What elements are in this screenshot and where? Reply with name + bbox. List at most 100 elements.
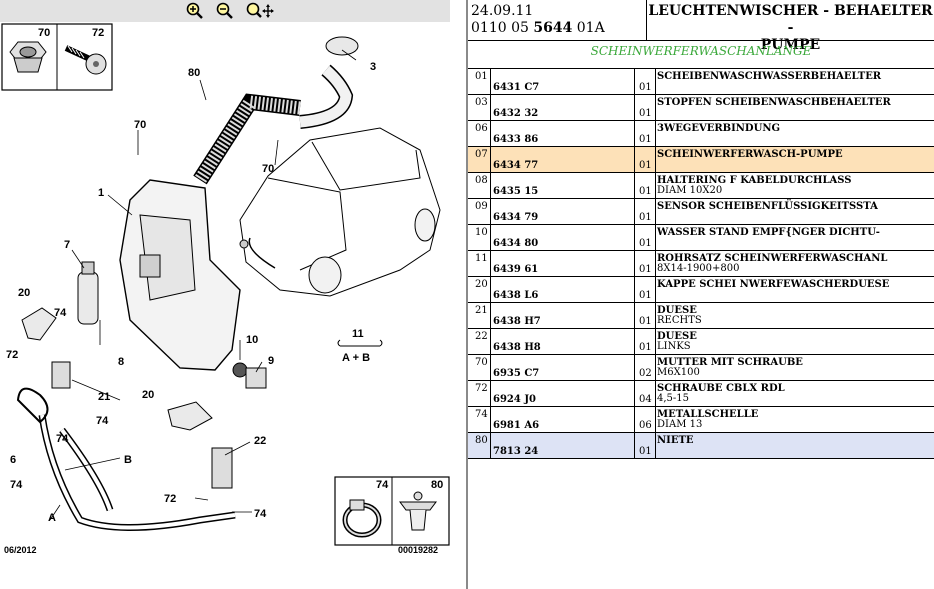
cell-item-number: 20 [468, 277, 491, 302]
cell-part-number[interactable]: 6434 77 [491, 147, 635, 172]
cell-quantity: 01 [635, 95, 656, 120]
cell-part-number[interactable]: 6434 79 [491, 199, 635, 224]
label-72: 72 [6, 349, 18, 361]
parts-diagram: 70 72 3 80 70 70 1 7 20 74 8 10 9 72 21 … [1, 23, 450, 555]
label-80: 80 [188, 67, 200, 79]
header-date: 24.09.11 [471, 3, 534, 19]
label-70: 70 [38, 27, 50, 39]
cell-quantity: 01 [635, 225, 656, 250]
pane-divider[interactable] [466, 0, 468, 589]
cell-item-number: 10 [468, 225, 491, 250]
parts-header: 24.09.11 0110 05 5644 01A LEUCHTENWISCHE… [468, 0, 934, 53]
section-subtitle: SCHEINWERFERWASCHANLANGE [590, 44, 812, 58]
label-74: 74 [254, 508, 267, 520]
label-b: B [124, 454, 132, 466]
cell-part-number[interactable]: 6439 61 [491, 251, 635, 276]
label-6: 6 [10, 454, 16, 466]
cell-quantity: 01 [635, 251, 656, 276]
cell-part-number[interactable]: 6435 15 [491, 173, 635, 198]
cell-part-number[interactable]: 6924 J0 [491, 381, 635, 406]
label-74: 74 [54, 307, 67, 319]
nut-icon [9, 41, 47, 73]
callout-labels: 70 72 3 80 70 70 1 7 20 74 8 10 9 72 21 … [6, 27, 443, 524]
cell-part-number[interactable]: 6981 A6 [491, 407, 635, 432]
cell-part-number[interactable]: 6438 H7 [491, 303, 635, 328]
cell-quantity: 01 [635, 433, 656, 458]
page-title: LEUCHTENWISCHER - BEHAELTER - PUMPE [648, 3, 933, 53]
cell-item-number: 22 [468, 329, 491, 354]
cell-item-number: 06 [468, 121, 491, 146]
cell-part-number[interactable]: 6433 86 [491, 121, 635, 146]
diagram-reference: 00019282 [398, 545, 438, 555]
clamp-icon [342, 499, 382, 538]
label-20: 20 [142, 389, 154, 401]
cell-item-number: 08 [468, 173, 491, 198]
grommet [232, 362, 248, 378]
label-10: 10 [246, 334, 258, 346]
cell-part-number[interactable]: 7813 24 [491, 433, 635, 458]
header-code: 0110 05 5644 01A [471, 20, 605, 36]
label-11: 11 [352, 328, 364, 340]
label-74: 74 [96, 415, 109, 427]
washer-hoses [16, 387, 236, 531]
cell-part-number[interactable]: 6432 32 [491, 95, 635, 120]
label-7: 7 [64, 239, 70, 251]
cell-part-number[interactable]: 6935 C7 [491, 355, 635, 380]
cell-item-number: 01 [468, 69, 491, 94]
cell-item-number: 70 [468, 355, 491, 380]
cell-quantity: 01 [635, 199, 656, 224]
reservoir-tank [119, 179, 241, 371]
washer-pump [77, 261, 99, 325]
label-a-plus-b: A + B [342, 352, 370, 364]
cell-quantity: 02 [635, 355, 656, 380]
label-70: 70 [134, 119, 146, 131]
cell-quantity: 04 [635, 381, 656, 406]
cell-description: KAPPE SCHEI NWERFEWASCHERDUESE [657, 279, 890, 290]
cell-part-number[interactable]: 6438 H8 [491, 329, 635, 354]
car-illustration [239, 127, 441, 297]
cell-description: 3WEGEVERBINDUNG [657, 123, 781, 134]
zoom-in-icon[interactable] [186, 2, 204, 20]
cell-quantity: 06 [635, 407, 656, 432]
cell-quantity: 01 [635, 147, 656, 172]
nozzle-cap-right [21, 307, 57, 341]
label-9: 9 [268, 355, 274, 367]
nozzle-left [211, 447, 233, 489]
label-8: 8 [118, 356, 124, 368]
cell-item-number: 07 [468, 147, 491, 172]
cell-item-number: 03 [468, 95, 491, 120]
label-1: 1 [98, 187, 104, 199]
cell-quantity: 01 [635, 121, 656, 146]
cell-part-number[interactable]: 6438 L6 [491, 277, 635, 302]
cell-part-number[interactable]: 6431 C7 [491, 69, 635, 94]
zoom-out-icon[interactable] [216, 2, 234, 20]
cell-quantity: 01 [635, 277, 656, 302]
cell-item-number: 74 [468, 407, 491, 432]
level-sensor [245, 367, 267, 389]
cell-part-number[interactable]: 6434 80 [491, 225, 635, 250]
label-a: A [48, 512, 56, 524]
diagram-date: 06/2012 [4, 545, 37, 555]
label-72: 72 [164, 493, 176, 505]
zoom-pan-icon[interactable] [246, 2, 274, 20]
